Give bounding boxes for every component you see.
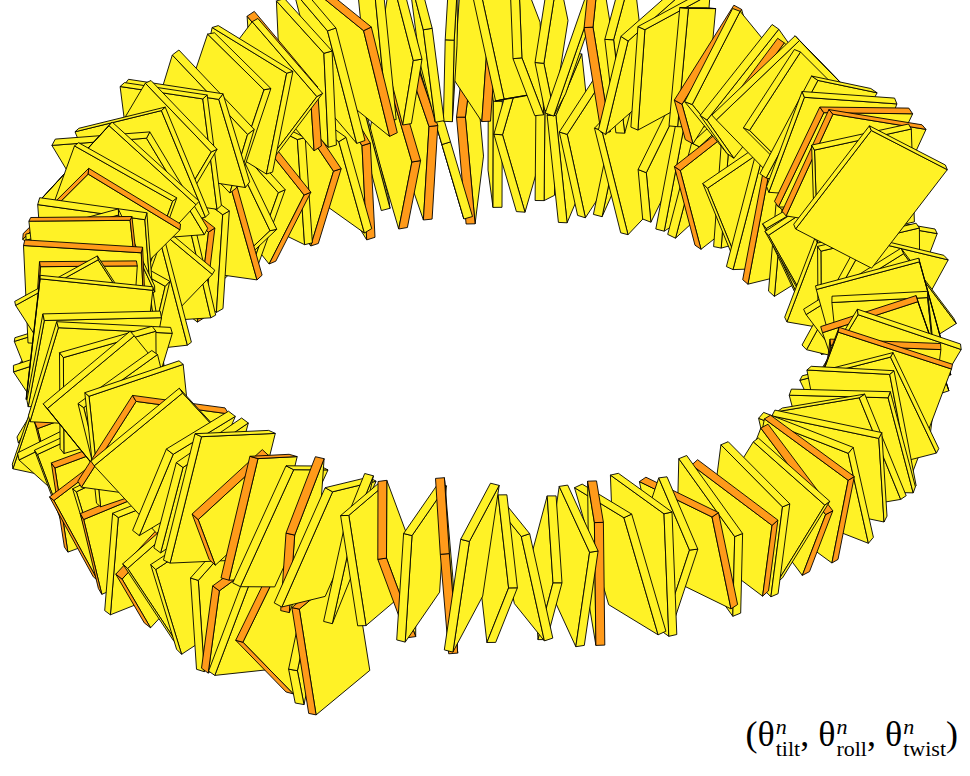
plate-edge bbox=[664, 512, 677, 636]
plate-edge bbox=[24, 240, 143, 253]
plate-edge bbox=[595, 128, 629, 235]
plate-edge bbox=[341, 515, 366, 625]
plate-edge bbox=[712, 513, 738, 609]
plate-edge bbox=[164, 434, 202, 563]
theta-symbol: , θ bbox=[800, 714, 835, 754]
plate-edge bbox=[598, 36, 628, 134]
plate-edge bbox=[559, 485, 598, 552]
plate-edge bbox=[250, 454, 297, 458]
plate-edge bbox=[208, 33, 271, 90]
plate-edge bbox=[832, 477, 854, 563]
index-stack: ntwist bbox=[903, 716, 946, 760]
plate-edge bbox=[423, 28, 444, 122]
plate-edge bbox=[444, 539, 469, 652]
plate-edge bbox=[364, 27, 398, 136]
plate-edge bbox=[794, 126, 872, 229]
plate-edge bbox=[191, 578, 205, 672]
plate-edge bbox=[487, 588, 518, 643]
plate-edge bbox=[575, 484, 632, 518]
plate-edge bbox=[442, 142, 473, 219]
plate-edge bbox=[471, 0, 505, 101]
base-pair-plate bbox=[546, 485, 599, 647]
plate-edge bbox=[219, 94, 250, 188]
plate-edge bbox=[509, 0, 522, 59]
plate-edge bbox=[397, 534, 412, 643]
plate-edge bbox=[848, 447, 873, 543]
theta-symbol: (θ bbox=[745, 714, 774, 754]
plate-edge bbox=[192, 514, 215, 565]
plate-edge bbox=[339, 137, 372, 233]
plate-edge bbox=[763, 520, 778, 596]
subscript: tilt bbox=[776, 738, 800, 760]
plate-edge bbox=[869, 126, 947, 170]
plate-edge bbox=[289, 669, 304, 705]
plate-edge bbox=[324, 51, 337, 147]
plate-edge bbox=[789, 389, 890, 398]
plate-edge bbox=[195, 430, 275, 436]
plate-edge bbox=[584, 0, 600, 28]
index-stack: nroll bbox=[836, 716, 867, 760]
plate-edge bbox=[29, 217, 132, 222]
plate-edge bbox=[547, 496, 562, 583]
plate-edge bbox=[292, 608, 316, 715]
superscript: n bbox=[776, 716, 800, 738]
plate-edge bbox=[43, 311, 162, 320]
theta-symbol: , θ bbox=[867, 714, 902, 754]
plate-edge bbox=[443, 40, 454, 122]
plate-edge bbox=[151, 565, 182, 655]
subscript: roll bbox=[836, 738, 867, 760]
index-stack: ntilt bbox=[776, 716, 800, 760]
plate-edge bbox=[624, 514, 666, 635]
superscript: n bbox=[903, 716, 946, 738]
plate-edge bbox=[311, 169, 342, 246]
plate-edge bbox=[680, 8, 716, 9]
plate-edge bbox=[674, 167, 701, 250]
plate-edge bbox=[399, 161, 421, 229]
plate-edge bbox=[576, 551, 598, 647]
plate-edge bbox=[498, 495, 517, 588]
plate-edge bbox=[423, 126, 437, 221]
plate-edge bbox=[216, 211, 229, 313]
subscript: twist bbox=[903, 738, 946, 760]
superscript: n bbox=[836, 716, 867, 738]
base-pair-plate bbox=[444, 483, 499, 652]
plate-edge bbox=[276, 0, 332, 53]
plate-edge bbox=[535, 0, 558, 63]
plate-edge bbox=[631, 27, 645, 131]
plate-edge bbox=[75, 107, 165, 132]
plate-edge bbox=[80, 514, 102, 595]
plate-edge bbox=[829, 110, 926, 130]
base-pair-plate bbox=[443, 0, 458, 122]
plate-edge bbox=[638, 170, 651, 223]
plate-edge bbox=[391, 0, 422, 61]
plate-edge bbox=[802, 92, 897, 104]
plate-edge bbox=[274, 488, 332, 607]
plate-edge bbox=[85, 361, 183, 397]
parameter-formula: (θntilt, θnroll, θntwist) bbox=[743, 714, 960, 762]
plate-edge bbox=[879, 433, 887, 522]
plate-edge bbox=[588, 481, 604, 523]
plate-edge bbox=[594, 522, 604, 645]
plate-edge bbox=[812, 76, 878, 93]
plate-edge bbox=[461, 483, 500, 541]
plate-edge bbox=[494, 134, 525, 212]
plate-edge bbox=[40, 275, 153, 290]
plate-edge bbox=[236, 640, 294, 694]
parenthesis: ) bbox=[946, 714, 958, 754]
plate-edge bbox=[521, 534, 553, 641]
plate-edge bbox=[445, 0, 459, 40]
plate-edge bbox=[777, 394, 865, 412]
plate-edge bbox=[436, 478, 450, 555]
plate-edge bbox=[266, 71, 293, 174]
plate-edge bbox=[807, 366, 894, 374]
plate-edge bbox=[378, 480, 387, 559]
plate-edge bbox=[559, 132, 585, 218]
plate-edge bbox=[403, 59, 422, 125]
plate-edge bbox=[105, 513, 119, 615]
base-pair-plate bbox=[794, 126, 948, 268]
